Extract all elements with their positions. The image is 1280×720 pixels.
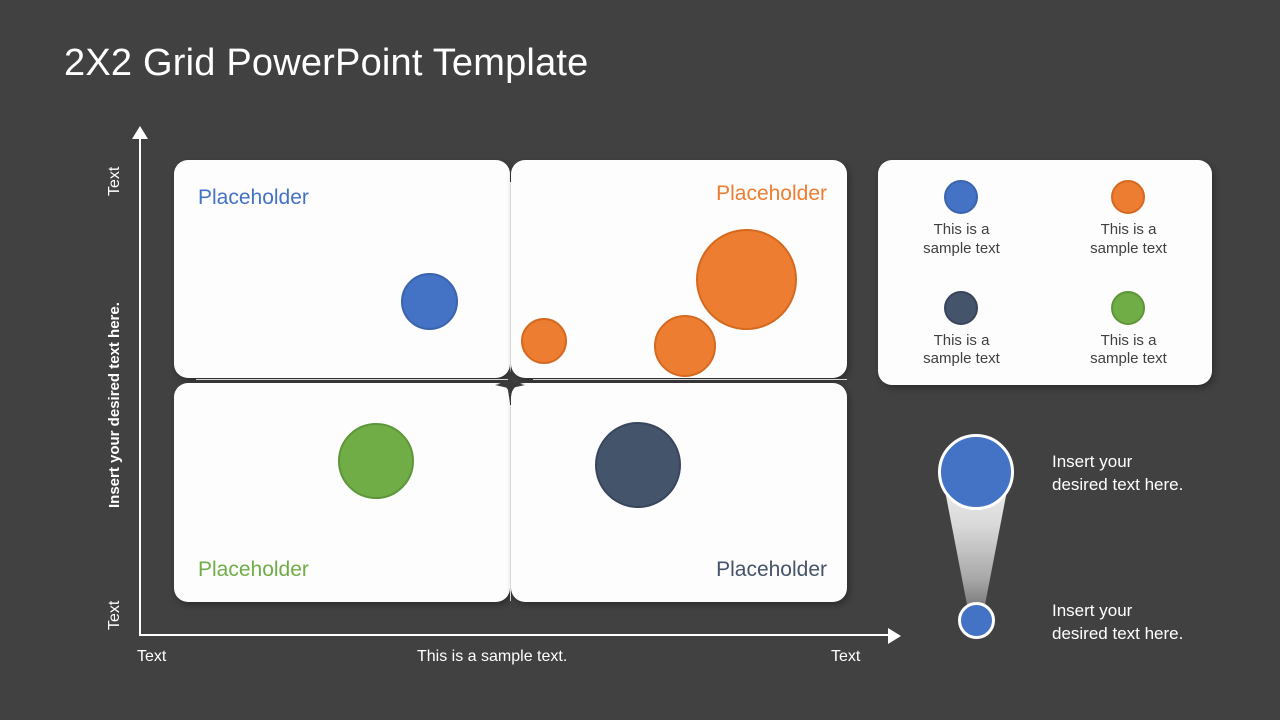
bubble-bottom-left[interactable] (337, 422, 414, 499)
y-axis-top-label: Text (106, 166, 123, 196)
scale-large-label: Insert your desired text here. (1052, 452, 1184, 495)
y-axis-arrow-icon (132, 126, 148, 139)
bubble-top-right[interactable] (695, 228, 797, 330)
legend-dot-orange-icon (1111, 180, 1146, 215)
x-axis-title: This is a sample text. (417, 648, 568, 665)
x-axis-left-label: Text (137, 648, 167, 665)
legend-item-green[interactable]: This is a sample text (1090, 290, 1167, 369)
bubble-top-right[interactable] (521, 318, 568, 365)
legend-label-blue: This is a sample text (923, 221, 1000, 257)
legend-item-navy[interactable]: This is a sample text (923, 290, 1000, 369)
y-axis-title: Insert your desired text here. (106, 302, 123, 508)
legend-label-green: This is a sample text (1090, 331, 1167, 368)
quadrant-bottom-left-label: Placeholder (198, 558, 309, 581)
quadrant-divider-horizontal-left (196, 379, 512, 380)
quadrant-top-left-label: Placeholder (198, 186, 309, 209)
legend-dot-blue-icon (944, 180, 979, 215)
scale-large-circle-icon[interactable] (938, 434, 1014, 510)
quadrant-top-right-label: Placeholder (716, 182, 827, 205)
scale-small-circle-icon[interactable] (958, 602, 995, 639)
bubble-top-left[interactable] (401, 272, 459, 330)
x-axis-arrow-icon (888, 628, 901, 644)
legend-item-orange[interactable]: This is a sample text (1090, 180, 1167, 258)
x-axis-line (139, 634, 894, 636)
quadrant-bottom-right-label: Placeholder (716, 558, 827, 581)
quadrant-divider-vertical-top (510, 182, 511, 378)
legend-dot-green-icon (1111, 290, 1146, 325)
scale-small-label: Insert your desired text here. (1052, 601, 1184, 644)
quadrant-bottom-left[interactable]: Placeholder (174, 383, 510, 602)
quadrant-bottom-right[interactable]: Placeholder (511, 383, 847, 602)
y-axis-bottom-label: Text (106, 600, 123, 630)
bubble-bottom-right[interactable] (595, 421, 682, 508)
quadrant-divider-vertical-bottom (510, 405, 511, 601)
page-title: 2X2 Grid PowerPoint Template (64, 42, 589, 84)
legend-label-orange: This is a sample text (1090, 221, 1167, 257)
y-axis-line (139, 136, 141, 636)
quadrant-divider-horizontal-right (533, 379, 847, 380)
bubble-top-right[interactable] (654, 314, 717, 377)
quadrant-top-left[interactable]: Placeholder (174, 160, 510, 378)
legend-panel: This is a sample text This is a sample t… (878, 160, 1212, 385)
legend-label-navy: This is a sample text (923, 331, 1000, 368)
x-axis-right-label: Text (831, 648, 861, 665)
legend-dot-navy-icon (944, 290, 979, 325)
legend-item-blue[interactable]: This is a sample text (923, 180, 1000, 258)
